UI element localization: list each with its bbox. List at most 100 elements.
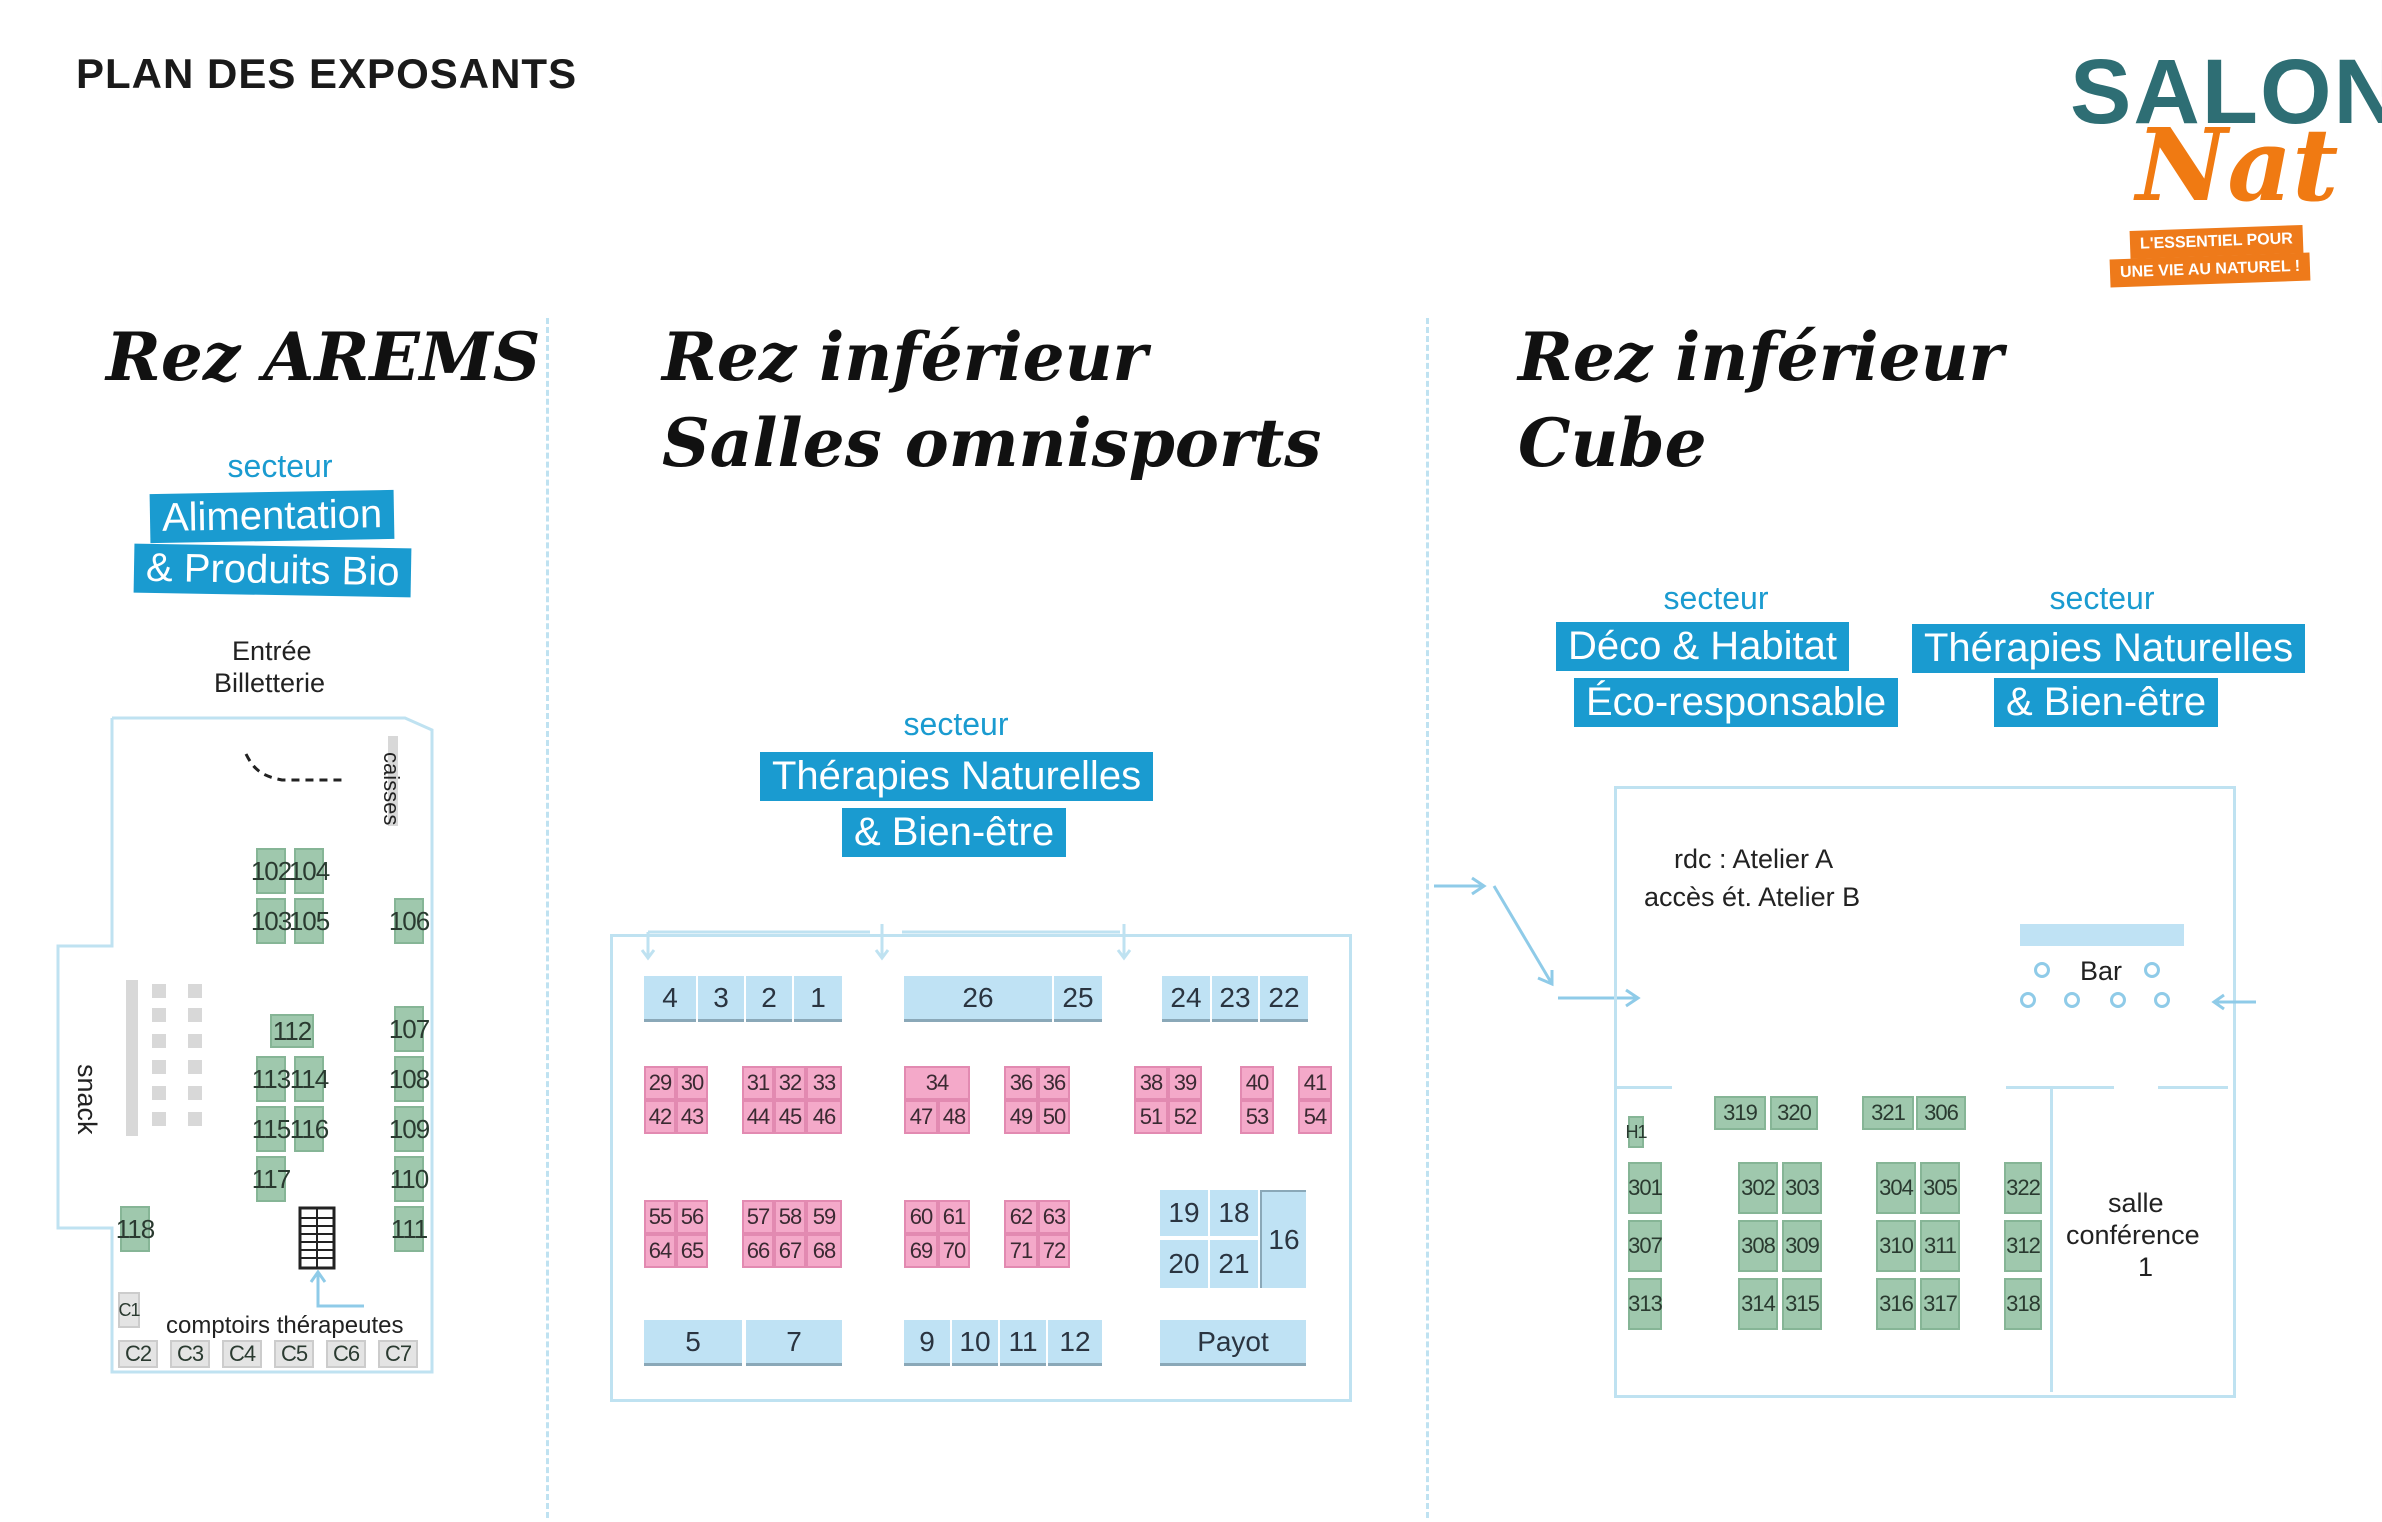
stand-118[interactable]: 118 [116, 1206, 155, 1252]
stand-24[interactable]: 24 [1162, 976, 1210, 1022]
stand-312[interactable]: 312 [2004, 1220, 2042, 1272]
stand-22[interactable]: 22 [1260, 976, 1308, 1022]
stand-47[interactable]: 47 [904, 1100, 938, 1134]
stand-45[interactable]: 45 [774, 1100, 806, 1134]
stand-72[interactable]: 72 [1038, 1234, 1070, 1268]
stand-316[interactable]: 316 [1876, 1278, 1916, 1330]
stand-314[interactable]: 314 [1738, 1278, 1778, 1330]
stand-67[interactable]: 67 [774, 1234, 806, 1268]
stand-107[interactable]: 107 [389, 1006, 430, 1052]
stand-11[interactable]: 11 [1000, 1320, 1046, 1366]
stand-70[interactable]: 70 [938, 1234, 970, 1268]
stand-301[interactable]: 301 [1628, 1162, 1663, 1214]
counter-c6[interactable]: C6 [326, 1340, 366, 1368]
stand-62[interactable]: 62 [1004, 1200, 1038, 1234]
stand-payot[interactable]: Payot [1160, 1320, 1306, 1366]
stand-36a[interactable]: 36 [1004, 1066, 1038, 1100]
stand-309[interactable]: 309 [1782, 1220, 1822, 1272]
stand-5[interactable]: 5 [644, 1320, 742, 1366]
stand-110[interactable]: 110 [390, 1156, 429, 1202]
stand-9[interactable]: 9 [904, 1320, 950, 1366]
stand-41[interactable]: 41 [1298, 1066, 1332, 1100]
stand-318[interactable]: 318 [2004, 1278, 2042, 1330]
stand-51[interactable]: 51 [1134, 1100, 1168, 1134]
stand-112[interactable]: 112 [270, 1014, 314, 1048]
stand-317[interactable]: 317 [1920, 1278, 1960, 1330]
counter-c4[interactable]: C4 [222, 1340, 262, 1368]
stand-115[interactable]: 115 [252, 1106, 291, 1152]
stand-59[interactable]: 59 [806, 1200, 842, 1234]
stand-39[interactable]: 39 [1168, 1066, 1202, 1100]
stand-16[interactable]: 16 [1260, 1190, 1306, 1288]
stand-320[interactable]: 320 [1770, 1096, 1818, 1130]
stand-48[interactable]: 48 [938, 1100, 970, 1134]
stand-307[interactable]: 307 [1628, 1220, 1663, 1272]
stand-56[interactable]: 56 [676, 1200, 708, 1234]
stand-65[interactable]: 65 [676, 1234, 708, 1268]
stand-305[interactable]: 305 [1920, 1162, 1960, 1214]
stand-313[interactable]: 313 [1628, 1278, 1663, 1330]
stand-114[interactable]: 114 [290, 1056, 329, 1102]
stand-308[interactable]: 308 [1738, 1220, 1778, 1272]
stand-117[interactable]: 117 [252, 1156, 291, 1202]
stand-54[interactable]: 54 [1298, 1100, 1332, 1134]
stand-53[interactable]: 53 [1240, 1100, 1274, 1134]
stand-34[interactable]: 34 [904, 1066, 970, 1100]
stand-30[interactable]: 30 [676, 1066, 708, 1100]
stand-116[interactable]: 116 [290, 1106, 329, 1152]
stand-20[interactable]: 20 [1160, 1240, 1208, 1288]
stand-111[interactable]: 111 [391, 1206, 428, 1252]
stand-57[interactable]: 57 [742, 1200, 774, 1234]
stand-52[interactable]: 52 [1168, 1100, 1202, 1134]
stand-108[interactable]: 108 [389, 1056, 430, 1102]
stand-h1[interactable]: H1 [1626, 1116, 1648, 1148]
stand-304[interactable]: 304 [1876, 1162, 1916, 1214]
stand-109[interactable]: 109 [389, 1106, 430, 1152]
stand-50[interactable]: 50 [1038, 1100, 1070, 1134]
stand-2[interactable]: 2 [746, 976, 792, 1022]
stand-315[interactable]: 315 [1782, 1278, 1822, 1330]
stand-3[interactable]: 3 [698, 976, 744, 1022]
stand-69[interactable]: 69 [904, 1234, 938, 1268]
stand-113[interactable]: 113 [252, 1056, 291, 1102]
stand-49[interactable]: 49 [1004, 1100, 1038, 1134]
stand-103[interactable]: 103 [251, 898, 292, 944]
stand-311[interactable]: 311 [1920, 1220, 1960, 1272]
stand-46[interactable]: 46 [806, 1100, 842, 1134]
stand-105[interactable]: 105 [289, 898, 330, 944]
stand-322[interactable]: 322 [2004, 1162, 2042, 1214]
stand-61[interactable]: 61 [938, 1200, 970, 1234]
stand-66[interactable]: 66 [742, 1234, 774, 1268]
stand-18[interactable]: 18 [1210, 1190, 1258, 1236]
stand-58[interactable]: 58 [774, 1200, 806, 1234]
counter-c1[interactable]: C1 [118, 1292, 141, 1328]
stand-33[interactable]: 33 [806, 1066, 842, 1100]
stand-1[interactable]: 1 [794, 976, 842, 1022]
stand-4[interactable]: 4 [644, 976, 696, 1022]
counter-c7[interactable]: C7 [378, 1340, 418, 1368]
stand-10[interactable]: 10 [952, 1320, 998, 1366]
stand-23[interactable]: 23 [1212, 976, 1258, 1022]
stand-40[interactable]: 40 [1240, 1066, 1274, 1100]
stand-12[interactable]: 12 [1048, 1320, 1102, 1366]
stand-32[interactable]: 32 [774, 1066, 806, 1100]
stand-102[interactable]: 102 [251, 848, 292, 894]
stand-43[interactable]: 43 [676, 1100, 708, 1134]
stand-64[interactable]: 64 [644, 1234, 676, 1268]
stand-7[interactable]: 7 [746, 1320, 842, 1366]
stand-60[interactable]: 60 [904, 1200, 938, 1234]
stand-319[interactable]: 319 [1714, 1096, 1766, 1130]
stand-42[interactable]: 42 [644, 1100, 676, 1134]
stand-44[interactable]: 44 [742, 1100, 774, 1134]
stand-104[interactable]: 104 [289, 848, 330, 894]
stand-106[interactable]: 106 [389, 898, 430, 944]
stand-63[interactable]: 63 [1038, 1200, 1070, 1234]
stand-38[interactable]: 38 [1134, 1066, 1168, 1100]
counter-c3[interactable]: C3 [170, 1340, 210, 1368]
stand-55[interactable]: 55 [644, 1200, 676, 1234]
stand-26[interactable]: 26 [904, 976, 1052, 1022]
counter-c5[interactable]: C5 [274, 1340, 314, 1368]
stand-71[interactable]: 71 [1004, 1234, 1038, 1268]
stand-321[interactable]: 321 [1862, 1096, 1914, 1130]
stand-25[interactable]: 25 [1054, 976, 1102, 1022]
